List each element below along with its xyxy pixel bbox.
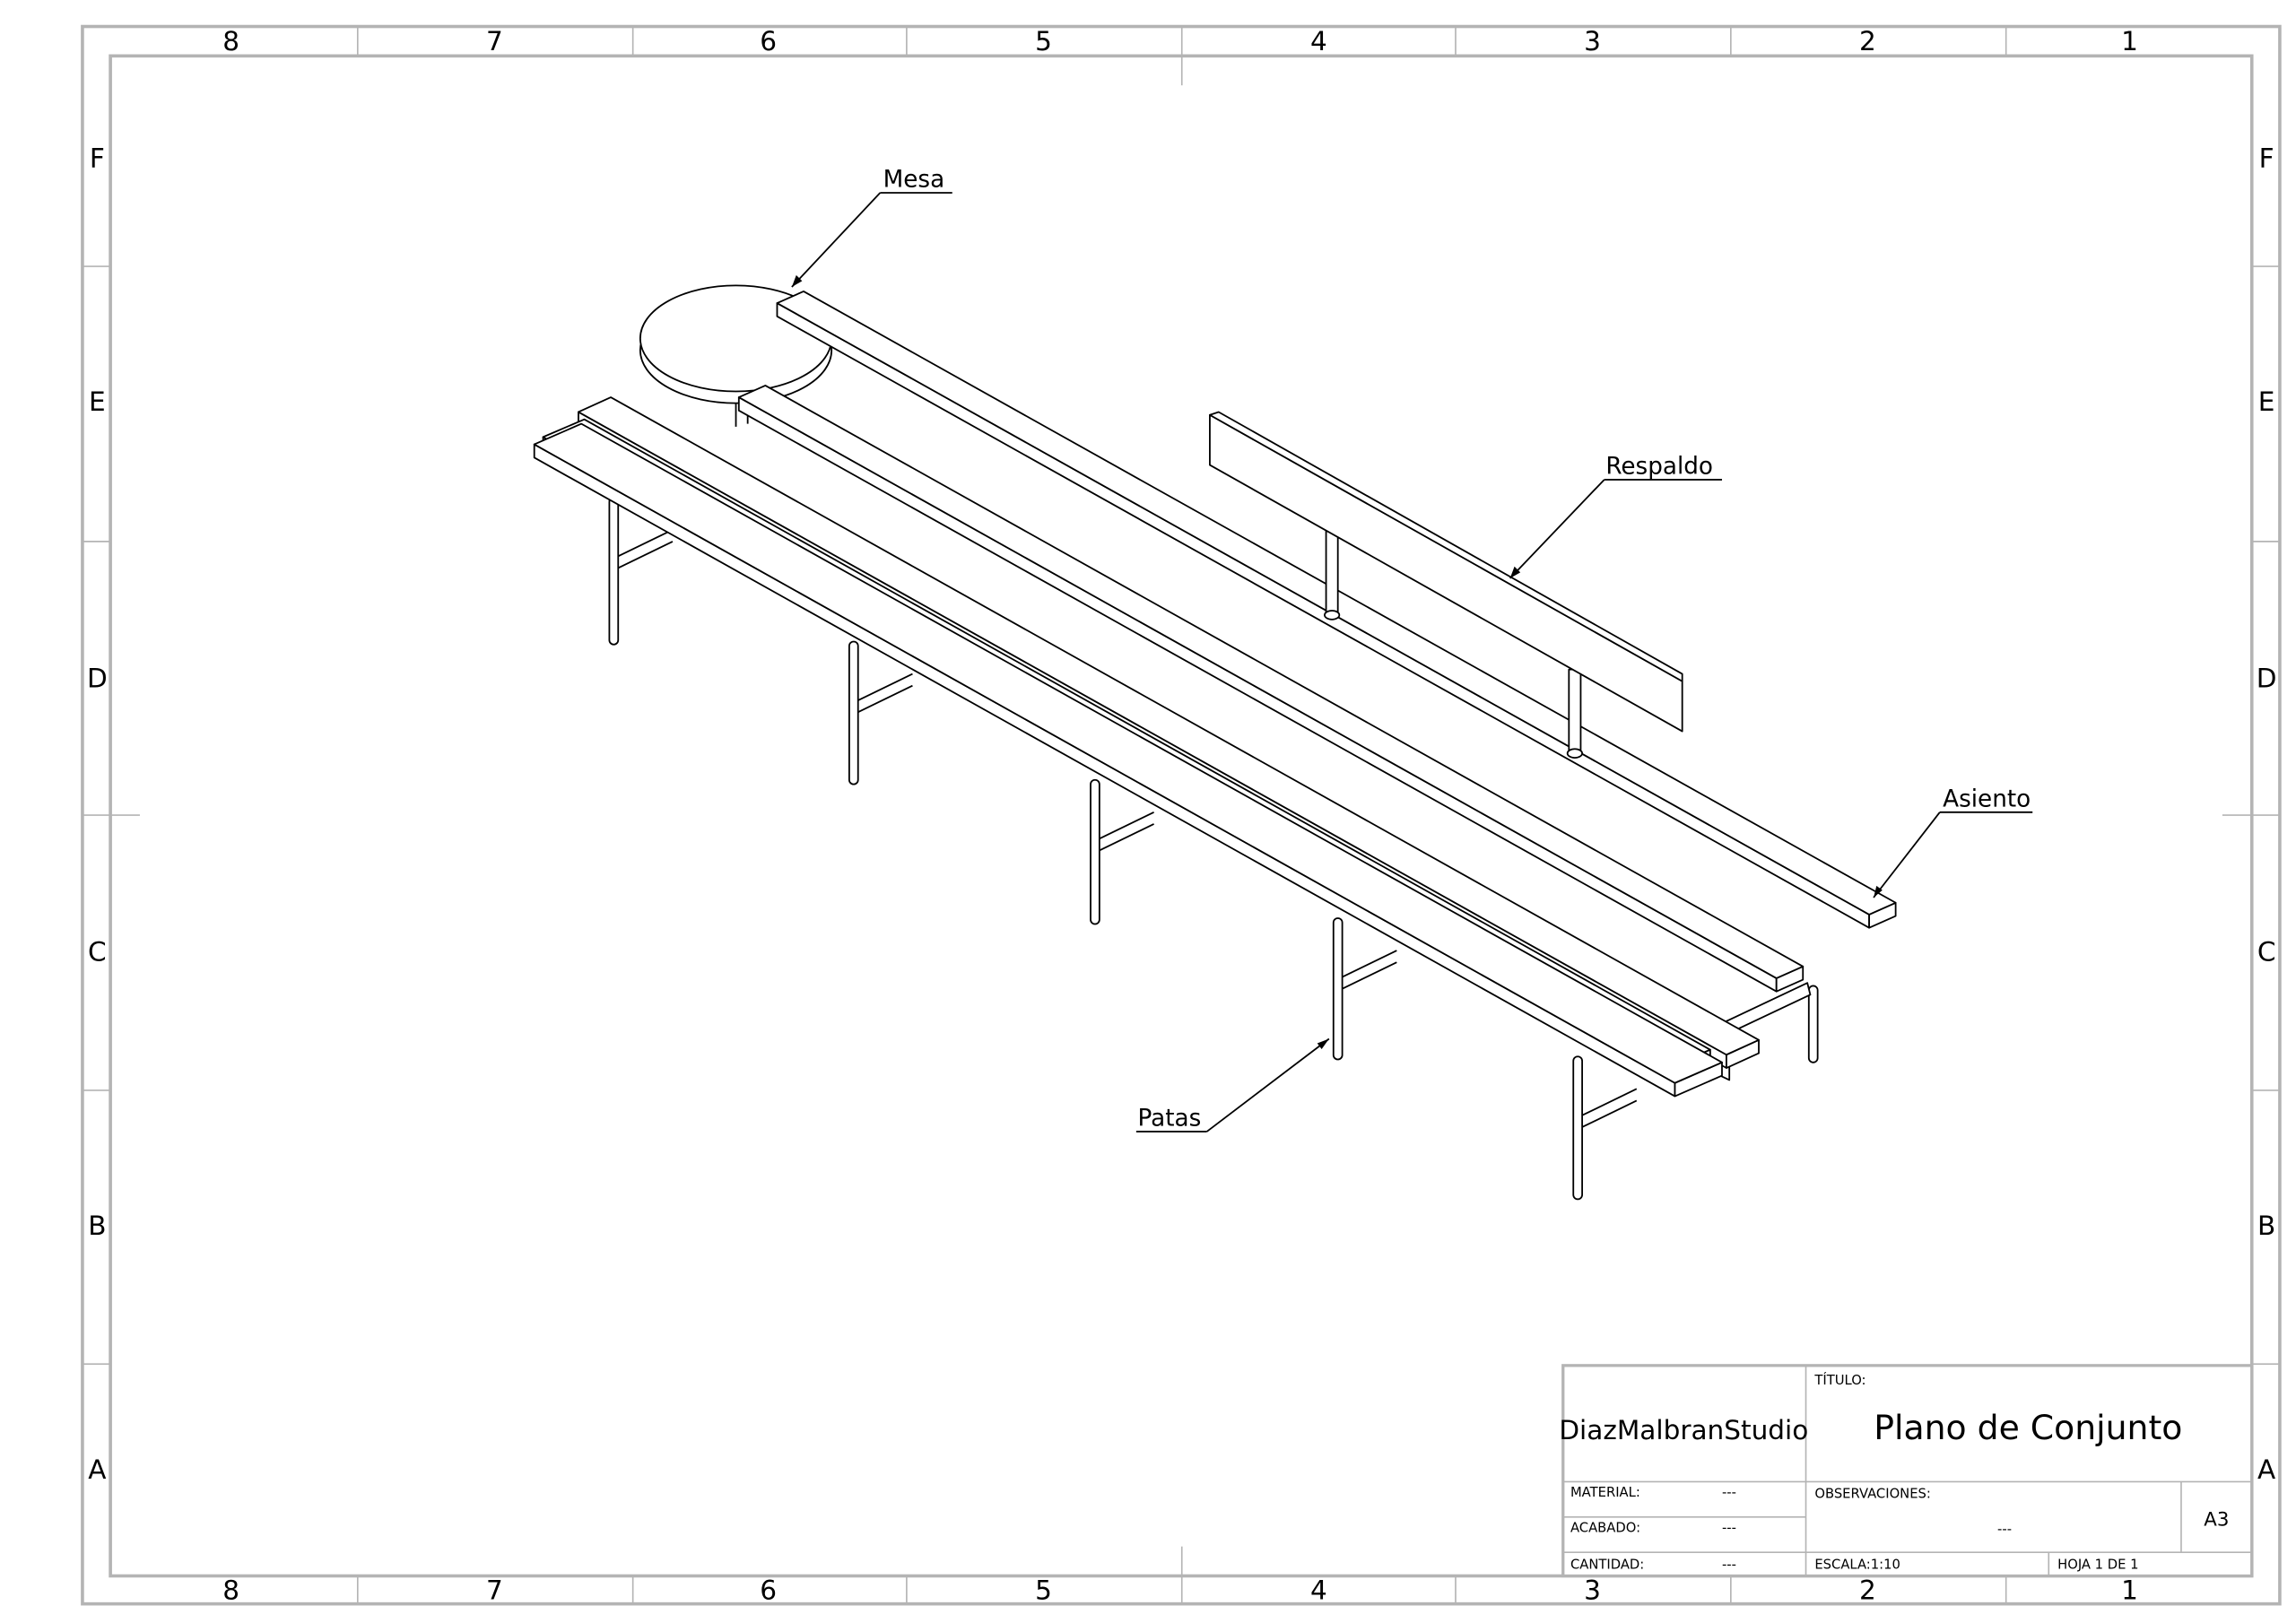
column-marker: 4	[1310, 1575, 1327, 1606]
observaciones-label: OBSERVACIONES:	[1814, 1487, 1931, 1502]
material-value: ---	[1722, 1485, 1736, 1500]
material-label: MATERIAL:	[1570, 1485, 1640, 1500]
seat-slat	[533, 422, 1723, 1098]
column-marker: 2	[1859, 1575, 1876, 1606]
callout-asiento: Asiento	[1873, 785, 2033, 898]
title-block: DiazMalbranStudio TÍTULO: Plano de Conju…	[1559, 1364, 2254, 1578]
row-marker: E	[89, 386, 106, 417]
row-marker: F	[2259, 143, 2274, 174]
column-marker: 1	[2121, 26, 2138, 56]
callout-mesa-label: Mesa	[883, 166, 945, 193]
bench-leg	[1090, 778, 1154, 925]
callout-respaldo: Respaldo	[1509, 453, 1722, 579]
callout-patas: Patas	[1135, 1037, 1330, 1133]
row-marker: D	[87, 663, 108, 693]
column-marker: 3	[1584, 26, 1601, 56]
bench-isometric-view	[533, 284, 1897, 1201]
bench-leg	[1572, 1055, 1638, 1201]
bench-leg	[1332, 917, 1397, 1061]
column-marker: 6	[760, 1575, 777, 1606]
sheet-number: HOJA 1 DE 1	[2057, 1557, 2138, 1572]
sheet-size: A3	[2204, 1509, 2229, 1532]
column-marker: 1	[2121, 1575, 2138, 1606]
row-marker: B	[2257, 1211, 2275, 1241]
cantidad-label: CANTIDAD:	[1570, 1557, 1644, 1572]
column-marker: 5	[1035, 26, 1052, 56]
row-marker: E	[2258, 386, 2275, 417]
backrest-respaldo	[1209, 411, 1683, 759]
column-marker: 7	[486, 26, 503, 56]
column-marker: 6	[760, 26, 777, 56]
column-marker: 8	[222, 1575, 239, 1606]
company-name: DiazMalbranStudio	[1559, 1415, 1808, 1445]
scale: ESCALA:1:10	[1814, 1557, 1900, 1572]
column-marker: 5	[1035, 1575, 1052, 1606]
column-marker: 3	[1584, 1575, 1601, 1606]
row-marker: D	[2257, 663, 2277, 693]
observaciones-value: ---	[1997, 1522, 2012, 1537]
column-marker: 4	[1310, 26, 1327, 56]
bench-leg	[848, 640, 913, 785]
acabado-value: ---	[1722, 1520, 1736, 1535]
row-marker: C	[2257, 937, 2276, 968]
row-marker: B	[88, 1211, 106, 1241]
callout-patas-label: Patas	[1138, 1105, 1202, 1132]
seat-slat	[737, 385, 1805, 993]
acabado-label: ACABADO:	[1570, 1520, 1640, 1535]
drawing-title: Plano de Conjunto	[1874, 1408, 2182, 1447]
column-marker: 7	[486, 1575, 503, 1606]
column-marker: 8	[222, 26, 239, 56]
callout-respaldo-label: Respaldo	[1605, 453, 1713, 480]
callout-asiento-label: Asiento	[1943, 785, 2031, 812]
callout-mesa: Mesa	[791, 166, 952, 288]
title-label: TÍTULO:	[1813, 1373, 1866, 1388]
row-marker: A	[2257, 1454, 2275, 1485]
bench-leg	[1807, 985, 1819, 1063]
row-marker: C	[88, 937, 107, 968]
column-marker: 2	[1859, 26, 1876, 56]
cantidad-value: ---	[1722, 1557, 1736, 1572]
row-marker: A	[88, 1454, 106, 1485]
row-marker: F	[90, 143, 105, 174]
